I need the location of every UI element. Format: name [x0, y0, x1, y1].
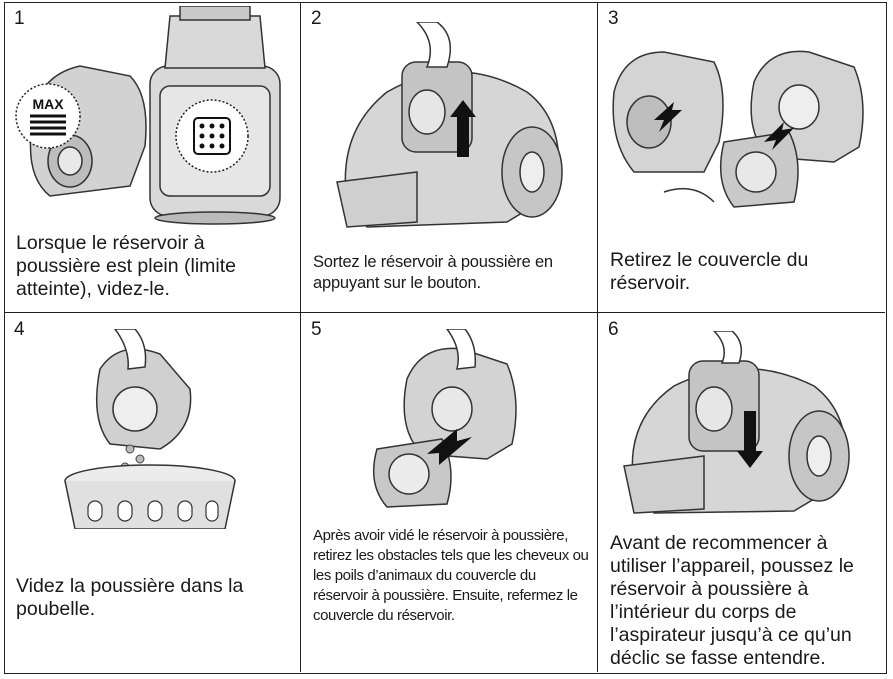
step-6-caption: Avant de recommencer à utiliser l’appare…: [610, 532, 885, 670]
step-1-illustration: MAX: [10, 6, 294, 226]
step-3-panel: 3 Retirez le couvercle du réservoir.: [598, 2, 885, 313]
step-3-number: 3: [608, 8, 619, 30]
step-2-caption: Sortez le réservoir à poussière en appuy…: [313, 252, 583, 294]
step-6-illustration: [604, 331, 879, 521]
step-5-illustration: [307, 329, 591, 509]
step-1-caption: Lorsque le réservoir à poussière est ple…: [16, 232, 286, 301]
step-3-caption: Retirez le couvercle du réservoir.: [610, 249, 870, 295]
step-5-panel: 5 Après avoir vidé le réservoir à poussi…: [301, 313, 598, 672]
max-badge: MAX: [32, 96, 64, 112]
step-4-panel: 4 V: [4, 313, 301, 672]
step-3-illustration: [604, 32, 879, 232]
step-1-panel: 1 MAX: [4, 2, 301, 313]
step-4-illustration: [10, 329, 294, 529]
step-6-panel: 6 Avant de recommencer à utiliser l’appa…: [598, 313, 885, 672]
step-4-caption: Videz la poussière dans la poubelle.: [16, 575, 286, 621]
step-2-panel: 2 Sortez le réservoir à poussière en app…: [301, 2, 598, 313]
instruction-sheet: 1 MAX: [4, 2, 887, 674]
step-5-caption: Après avoir vidé le réservoir à poussièr…: [313, 526, 593, 626]
step-2-illustration: [307, 22, 591, 242]
